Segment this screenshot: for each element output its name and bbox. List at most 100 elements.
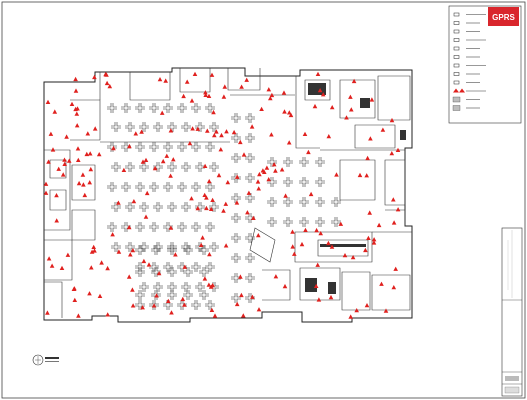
scan-marker	[73, 88, 79, 93]
desk-cluster	[181, 202, 191, 212]
scan-marker	[76, 157, 81, 162]
desk-cluster	[177, 103, 187, 113]
scan-marker	[82, 192, 88, 198]
scan-marker	[189, 98, 195, 103]
scan-marker	[152, 165, 158, 171]
desk-cluster	[121, 103, 131, 113]
scan-marker	[371, 240, 377, 245]
desk-cluster	[181, 162, 191, 172]
scan-marker	[187, 141, 193, 146]
desk-cluster	[231, 153, 241, 163]
desk-cluster	[283, 197, 293, 207]
desk-cluster	[231, 193, 241, 203]
desk-cluster	[111, 122, 121, 132]
scan-marker	[203, 92, 208, 97]
scan-marker	[334, 172, 339, 177]
legend-symbol	[453, 72, 480, 76]
scan-marker	[169, 310, 174, 315]
desk-cluster	[267, 157, 277, 167]
scan-marker	[348, 94, 353, 99]
scan-marker	[231, 129, 237, 135]
scan-marker	[224, 129, 229, 134]
scan-marker	[88, 166, 94, 172]
desk-cluster	[163, 222, 173, 232]
desk-cluster	[183, 267, 193, 277]
scan-marker	[210, 197, 215, 202]
scan-marker	[326, 240, 331, 246]
scan-marker	[54, 218, 59, 223]
scan-marker	[245, 210, 250, 215]
scan-marker	[225, 180, 231, 185]
legend-symbol-list	[452, 12, 486, 111]
desk-cluster	[177, 182, 187, 192]
scan-marker	[190, 126, 195, 131]
scan-marker	[173, 252, 178, 257]
scan-marker	[92, 74, 97, 80]
scan-marker	[238, 274, 243, 279]
desk-cluster	[231, 273, 241, 283]
scan-marker	[43, 181, 49, 186]
desk-cluster	[153, 202, 163, 212]
gprs-logo-text: GPRS	[492, 13, 515, 22]
scan-marker	[221, 208, 226, 213]
scan-marker	[246, 190, 252, 195]
scan-marker	[87, 180, 92, 185]
desk-cluster	[181, 122, 191, 132]
scan-marker	[286, 140, 292, 145]
scan-marker	[308, 191, 314, 197]
scan-marker	[283, 193, 288, 198]
scan-marker	[389, 117, 395, 123]
desk-cluster	[209, 242, 219, 252]
scan-marker	[45, 310, 50, 315]
desk-cluster	[139, 282, 149, 292]
scan-marker	[364, 173, 369, 178]
scan-marker	[131, 199, 137, 204]
scan-marker	[133, 131, 139, 136]
scan-marker	[198, 242, 204, 247]
scan-marker	[287, 110, 292, 115]
desk-cluster	[167, 267, 177, 277]
desk-cluster	[125, 162, 135, 172]
scan-marker	[76, 180, 82, 186]
scan-marker	[157, 77, 163, 82]
scan-marker	[255, 179, 261, 184]
scan-marker	[315, 71, 321, 76]
scan-marker	[127, 143, 132, 149]
desk-cluster	[139, 202, 149, 212]
scan-marker	[218, 147, 224, 152]
scan-marker	[111, 145, 116, 151]
scan-marker	[302, 131, 308, 136]
desk-cluster	[183, 245, 193, 255]
scan-marker	[62, 157, 67, 162]
scan-marker	[104, 80, 110, 86]
scan-marker	[288, 112, 294, 118]
scan-marker	[282, 109, 287, 114]
scan-marker	[43, 190, 49, 195]
scan-marker	[257, 171, 262, 177]
legend-symbol	[453, 63, 486, 68]
scan-marker	[192, 71, 198, 76]
desk-cluster	[209, 162, 219, 172]
scan-marker	[222, 84, 228, 89]
desk-cluster	[167, 162, 177, 172]
scan-marker	[234, 174, 240, 179]
desk-cluster	[125, 122, 135, 132]
desk-cluster	[149, 103, 159, 113]
desk-cluster	[331, 197, 341, 207]
desk-cluster	[135, 262, 145, 272]
scan-marker	[49, 263, 55, 268]
desk-cluster	[195, 202, 205, 212]
legend-symbol	[453, 38, 486, 42]
scan-marker	[271, 162, 277, 167]
scan-marker	[65, 252, 71, 257]
desk-cluster	[107, 142, 117, 152]
scan-marker	[139, 129, 144, 134]
scan-marker	[126, 274, 132, 279]
scan-marker	[320, 92, 326, 97]
scan-marker	[72, 297, 78, 302]
desk-cluster	[231, 213, 241, 223]
desk-cluster	[315, 217, 325, 227]
scan-marker	[189, 196, 194, 201]
scan-marker	[259, 106, 264, 111]
